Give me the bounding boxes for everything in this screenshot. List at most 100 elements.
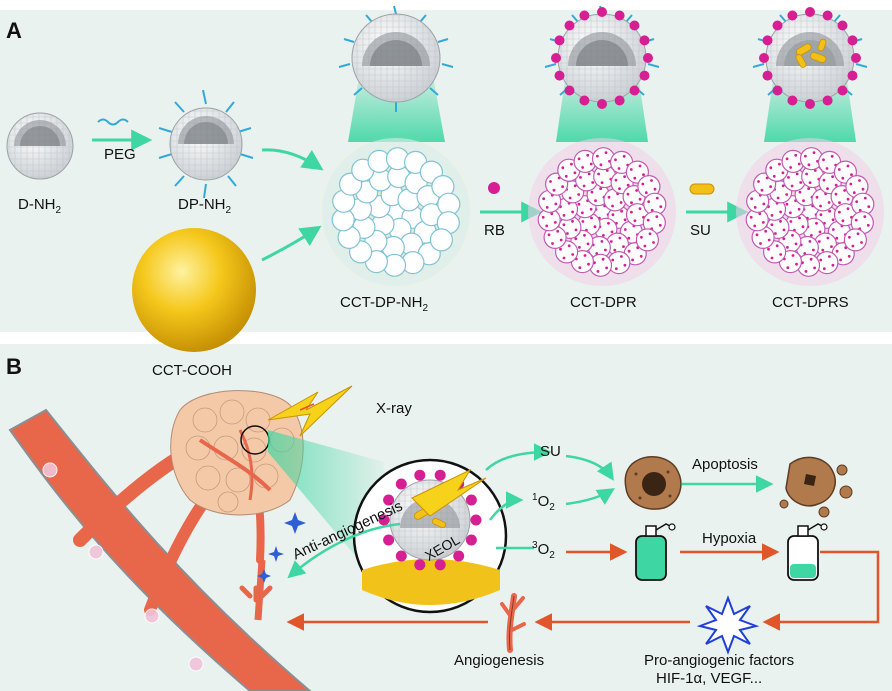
rb-dot [614,95,625,106]
rb-dot [648,232,652,236]
rb-dot [434,469,446,481]
label-xray: X-ray [376,400,412,417]
rb-dot [553,221,557,224]
rb-dot [787,10,798,21]
rb-dot [614,10,625,21]
rb-dot [586,242,590,246]
rb-dot [623,263,627,267]
rb-dot [655,215,659,219]
rb-dot [642,173,645,177]
rb-dot [561,185,564,189]
rb-dot [638,197,642,201]
rb-dot [808,181,812,185]
rb-dot [545,206,549,209]
rb-dot [573,184,577,188]
rb-dot [554,35,565,46]
rb-dot [828,209,831,213]
label-singlet-o2: 1O2 [532,492,555,513]
rb-dot [787,95,798,106]
rb-dot [805,7,815,17]
rb-dot [787,176,790,179]
rb-dot [600,240,604,243]
rb-dot [470,514,482,526]
rb-dot [846,207,850,211]
rb-dot [839,258,842,262]
rb-dot [759,242,762,245]
rb-dot [772,174,776,178]
rb-dot [830,154,834,158]
label-triplet-o2-sup: 3 [532,540,538,551]
label-cct-dprs: CCT-DPRS [772,294,849,311]
rb-dot [797,207,801,211]
arrow-dp-to-cluster [261,148,324,171]
rb-dot [867,205,871,209]
inset-particle-su [752,7,868,109]
oxygen-bottle-empty-icon [787,523,828,581]
rb-dot [586,153,590,157]
rb-dot [614,178,618,182]
rb-dot [583,233,586,237]
rb-dot [547,233,551,237]
rb-dot [791,233,794,237]
rb-dot [846,197,850,201]
rb-dot [785,193,789,196]
label-d-nh2: D-NH2 [18,196,61,216]
rb-dot [633,176,637,180]
rb-dot [596,154,599,158]
rb-dot [812,248,815,252]
rb-dot [562,214,566,217]
rb-dot [863,196,867,200]
rb-dot [643,244,647,248]
label-rb: RB [484,222,505,239]
rb-dot [813,266,816,270]
rb-dot [822,95,833,106]
label-cct-dp-nh2-sub: 2 [422,303,429,314]
rb-dot [826,236,830,240]
rb-dot [805,172,808,176]
rb-dot [770,214,774,217]
rb-dot [597,7,607,17]
label-peg: PEG [104,146,136,163]
rb-dot [778,162,781,166]
rb-dot [593,225,597,229]
rb-dot [556,229,560,233]
rb-dot [589,207,593,211]
rb-dot [785,157,789,161]
arrow-to-1o2 [489,491,524,521]
tumor-cell-icon [624,456,682,510]
rb-dot [622,245,625,249]
label-dp-nh2-sub: 2 [225,205,232,216]
rb-dot [822,178,826,182]
rb-dot [601,257,605,261]
rb-dot [602,234,605,237]
rb-dot [609,240,613,243]
rb-dot [618,187,621,191]
rb-dot [630,201,633,205]
rb-dot [837,20,848,31]
rb-dot [655,196,659,200]
rb-dot [791,254,795,257]
rb-dot [831,218,835,222]
rb-dot [847,35,858,46]
rb-dot [596,270,600,273]
rb-dot [779,210,782,214]
rb-dot [776,196,780,200]
rb-dot [549,180,552,183]
dp-nh2-particle [158,89,254,199]
rb-dot [795,262,798,266]
rb-dot [568,196,572,200]
label-d-nh2-sub: 2 [55,205,62,216]
rb-dot [577,157,581,161]
rb-dot [577,202,581,206]
rb-dot [564,85,575,96]
rb-dot [815,221,818,225]
rb-dot [619,201,623,204]
rb-dot [821,248,825,252]
label-triplet-o2: 3O2 [532,540,555,561]
rb-dot [590,190,594,194]
rb-dot [647,200,651,204]
rb-dot [819,213,823,217]
rb-dot [383,494,395,506]
rb-dot [831,263,835,267]
rb-dot [639,254,643,258]
